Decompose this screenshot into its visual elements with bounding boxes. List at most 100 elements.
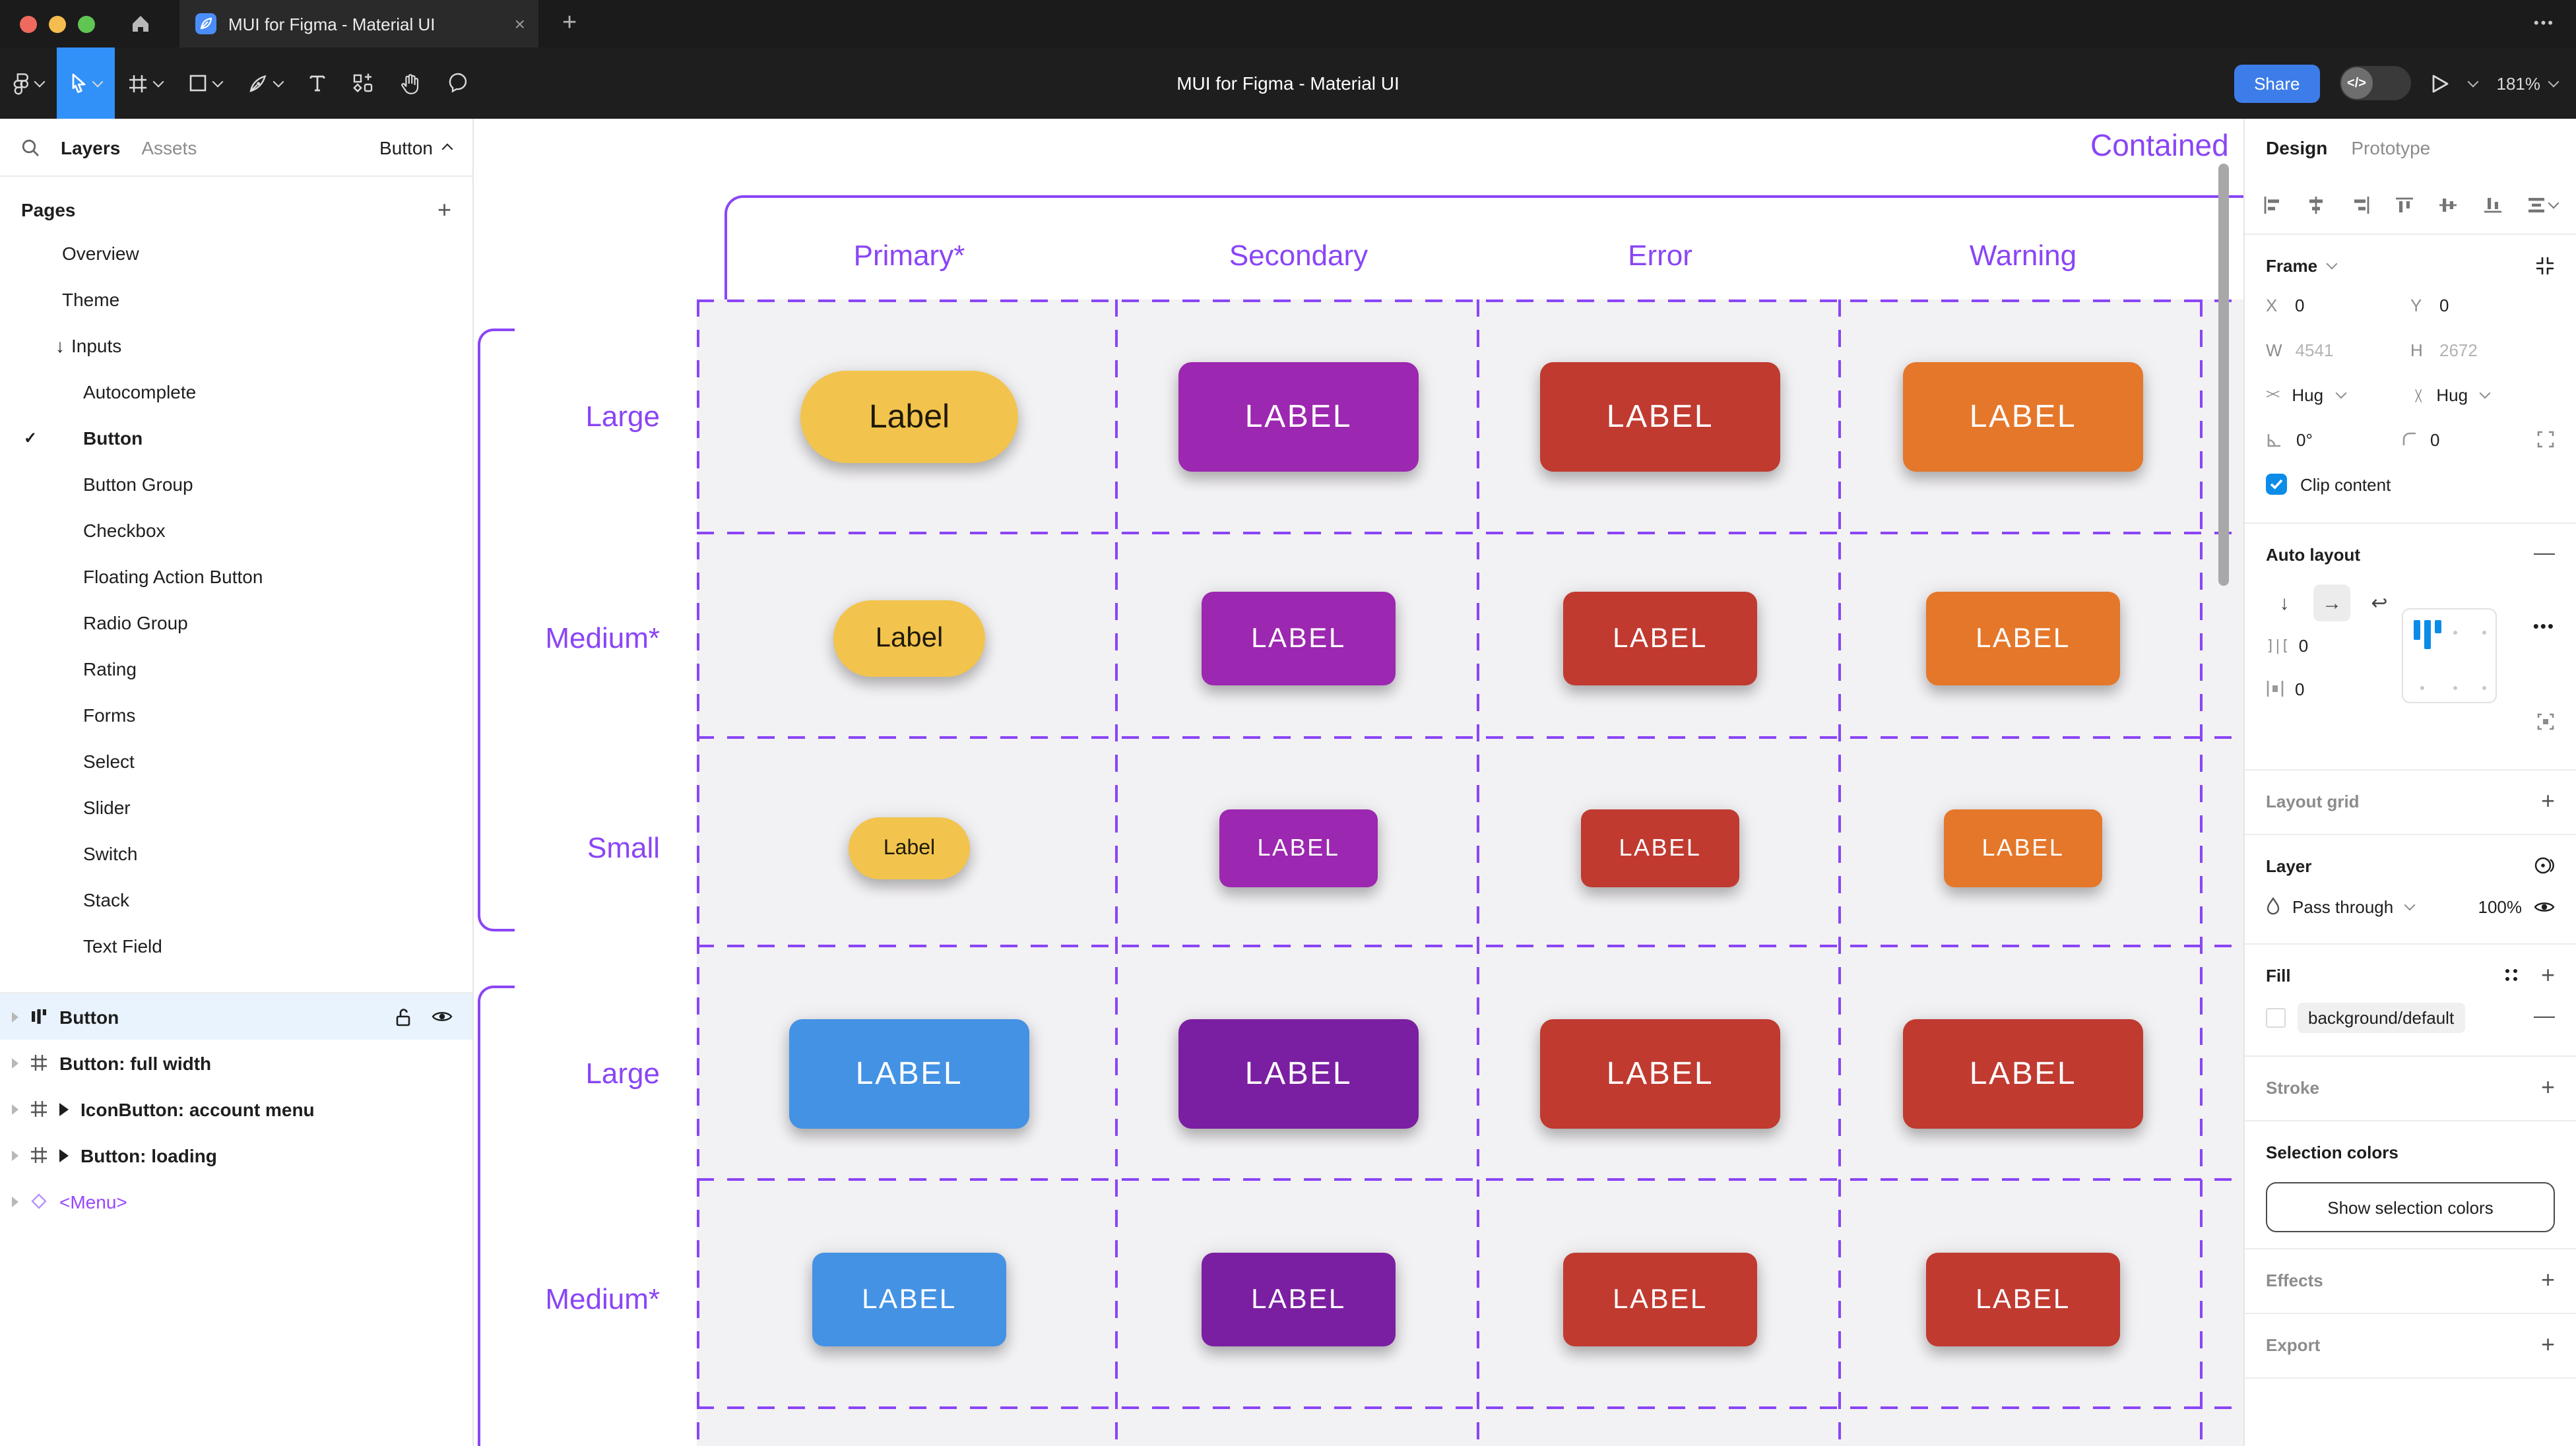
comment-tool-button[interactable] [434, 47, 482, 119]
main-menu-button[interactable] [0, 47, 57, 119]
sidebar-page-item[interactable]: Forms [0, 691, 472, 738]
sidebar-page-item[interactable]: Rating [0, 645, 472, 691]
expand-chevron-icon[interactable] [12, 1104, 18, 1114]
move-tool-button[interactable] [57, 47, 115, 119]
frame-title[interactable]: Contained [2090, 128, 2229, 162]
add-fill-button[interactable]: + [2540, 962, 2555, 988]
corner-radius-field[interactable]: 0 [2401, 429, 2536, 449]
window-close-button[interactable] [20, 15, 37, 32]
add-stroke-button[interactable]: + [2540, 1074, 2555, 1100]
canvas-button[interactable]: LABEL [1563, 592, 1757, 685]
align-top-icon[interactable] [2395, 197, 2414, 214]
canvas-button[interactable]: LABEL [1563, 1253, 1757, 1346]
canvas-button[interactable]: LABEL [789, 1019, 1029, 1129]
fill-token-chip[interactable]: background/default [2298, 1002, 2465, 1032]
tab-close-icon[interactable]: × [514, 13, 525, 34]
sidebar-page-item[interactable]: Theme [0, 276, 472, 322]
canvas-button[interactable]: LABEL [1903, 1019, 2143, 1129]
auto-layout-more-button[interactable]: ••• [2532, 616, 2555, 636]
collapse-icon[interactable] [2535, 255, 2555, 275]
alignment-widget[interactable] [2402, 608, 2497, 703]
layer-item-button-full-width[interactable]: Button: full width [0, 1040, 472, 1086]
sidebar-page-item[interactable]: Text Field [0, 922, 472, 968]
frame-section-title[interactable]: Frame [2266, 255, 2338, 275]
distribute-menu[interactable] [2527, 197, 2560, 214]
layer-item-button-loading[interactable]: Button: loading [0, 1132, 472, 1178]
file-tab[interactable]: MUI for Figma - Material UI × [179, 0, 538, 47]
horizontal-padding-field[interactable]: 0 [2266, 679, 2403, 699]
clip-content-row[interactable]: Clip content [2266, 462, 2555, 507]
canvas-button[interactable]: LABEL [1178, 1019, 1419, 1129]
vertical-resizing-dropdown[interactable]: ><Hug [2410, 385, 2555, 404]
add-page-button[interactable]: + [437, 197, 451, 223]
window-minimize-button[interactable] [49, 15, 66, 32]
gap-row[interactable]: ]|[ 0 [2266, 625, 2555, 665]
canvas-button[interactable]: LABEL [1202, 1253, 1396, 1346]
canvas[interactable]: Contained Primary* Seconda [474, 119, 2243, 1446]
chevron-down-icon[interactable] [212, 75, 224, 87]
align-left-icon[interactable] [2263, 197, 2282, 214]
individual-padding-button[interactable] [2536, 712, 2555, 735]
expand-chevron-icon[interactable] [12, 1150, 18, 1160]
canvas-button[interactable]: LABEL [1219, 809, 1378, 887]
canvas-button[interactable]: LABEL [1926, 1253, 2120, 1346]
page-dropdown[interactable]: Button [379, 137, 453, 158]
expand-chevron-icon[interactable] [12, 1196, 18, 1207]
window-zoom-button[interactable] [78, 15, 95, 32]
unlock-icon[interactable] [395, 1007, 412, 1026]
shape-tool-button[interactable] [176, 47, 235, 119]
sidebar-page-item[interactable]: Checkbox [0, 507, 472, 553]
sidebar-page-item[interactable]: Stack [0, 876, 472, 922]
text-tool-button[interactable] [296, 47, 339, 119]
canvas-button[interactable]: LABEL [1926, 592, 2120, 685]
canvas-button[interactable]: Label [833, 600, 985, 677]
zoom-control[interactable]: 181% [2497, 73, 2560, 93]
remove-fill-button[interactable]: — [2534, 1005, 2555, 1028]
canvas-button[interactable]: LABEL [1944, 809, 2102, 887]
align-right-icon[interactable] [2351, 197, 2369, 214]
canvas-button[interactable]: Label [849, 817, 970, 879]
independent-corners-icon[interactable] [2536, 430, 2555, 449]
sidebar-page-item[interactable]: Overview [0, 230, 472, 276]
fill-color-swatch[interactable] [2266, 1007, 2286, 1027]
chevron-down-icon[interactable] [273, 75, 284, 87]
add-effect-button[interactable]: + [2540, 1267, 2555, 1293]
blend-mode-icon[interactable] [2534, 856, 2555, 875]
layer-item-menu[interactable]: <Menu> [0, 1178, 472, 1224]
layer-item-iconbutton-account-menu[interactable]: IconButton: account menu [0, 1086, 472, 1132]
frame-tool-button[interactable] [115, 47, 176, 119]
search-icon[interactable] [21, 138, 40, 156]
add-export-button[interactable]: + [2540, 1331, 2555, 1358]
chevron-down-icon[interactable] [152, 75, 164, 87]
sidebar-page-item[interactable]: Autocomplete [0, 368, 472, 414]
align-horizontal-center-icon[interactable] [2307, 197, 2326, 214]
rotation-field[interactable]: 0° [2266, 429, 2401, 449]
tab-assets[interactable]: Assets [141, 137, 197, 158]
remove-auto-layout-button[interactable]: — [2534, 542, 2555, 565]
eye-icon[interactable] [2534, 899, 2555, 914]
canvas-button[interactable]: LABEL [812, 1253, 1006, 1346]
chevron-down-icon[interactable] [2467, 75, 2478, 87]
direction-right-button[interactable]: → [2313, 584, 2350, 621]
tab-prototype[interactable]: Prototype [2351, 137, 2431, 158]
blend-mode-dropdown[interactable]: Pass through [2292, 896, 2394, 916]
titlebar-more-icon[interactable]: ••• [2533, 16, 2555, 32]
dev-mode-toggle[interactable]: </> [2339, 66, 2411, 100]
horizontal-resizing-dropdown[interactable]: ><Hug [2266, 385, 2410, 404]
canvas-scrollbar[interactable] [2218, 164, 2229, 586]
canvas-button[interactable]: Label [800, 371, 1018, 463]
sidebar-page-item[interactable]: Select [0, 738, 472, 784]
present-icon[interactable] [2431, 73, 2449, 93]
align-vertical-center-icon[interactable] [2439, 197, 2458, 214]
add-layout-grid-button[interactable]: + [2540, 788, 2555, 814]
hand-tool-button[interactable] [387, 47, 434, 119]
sidebar-page-item[interactable]: Button Group [0, 460, 472, 507]
tab-design[interactable]: Design [2266, 137, 2328, 158]
sidebar-page-item[interactable]: Radio Group [0, 599, 472, 645]
sidebar-page-item[interactable]: ✓ Button [0, 414, 472, 460]
show-selection-colors-button[interactable]: Show selection colors [2266, 1182, 2555, 1232]
layer-item-button[interactable]: Button [0, 993, 472, 1040]
new-tab-button[interactable]: + [562, 9, 577, 37]
